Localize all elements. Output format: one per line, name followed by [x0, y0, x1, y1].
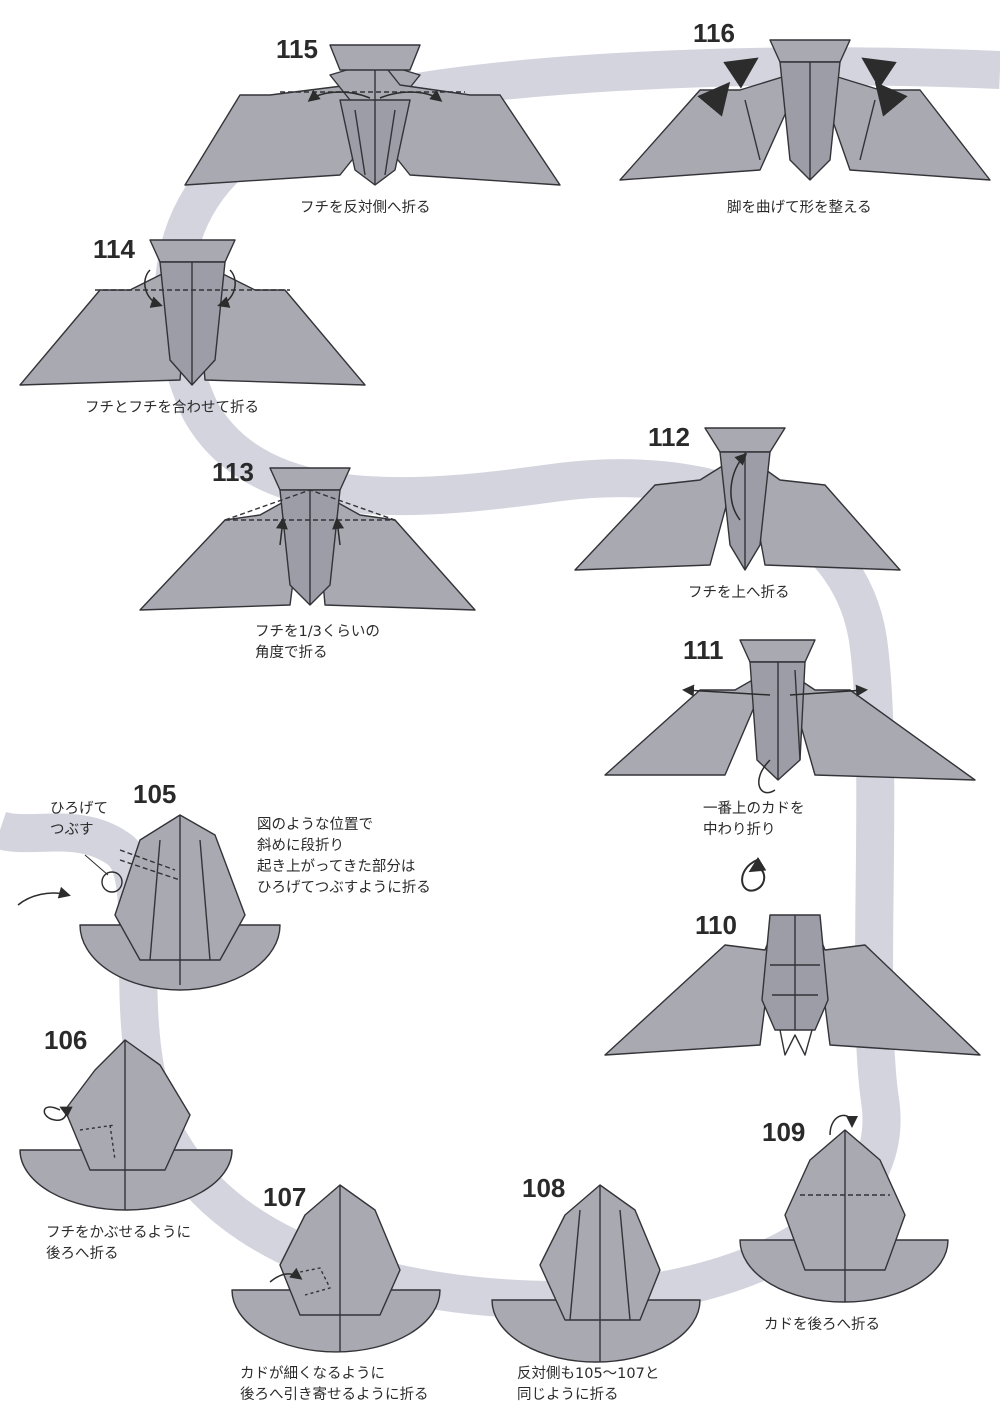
step-111-loop	[758, 759, 776, 794]
step-caption-108: 反対側も105～107と 同じように折る	[517, 1364, 659, 1406]
step-number-112: 112	[648, 422, 690, 452]
step-108-figure	[491, 1184, 701, 1363]
caption-line: フチを1/3くらいの	[255, 624, 380, 640]
step-number-116: 116	[693, 18, 735, 48]
step-105-figure	[79, 814, 281, 991]
step-caption-115: フチを反対側へ折る	[300, 198, 431, 219]
caption-line: カドが細くなるように	[240, 1366, 385, 1382]
step-caption-113: フチを1/3くらいの 角度で折る	[255, 622, 380, 664]
caption-line: ひろげてつぶすように折る	[257, 880, 431, 896]
step-112-arrow	[730, 452, 748, 521]
step-106-figure	[19, 1039, 233, 1211]
step-number-114: 114	[93, 234, 135, 264]
step-112-figure	[574, 427, 901, 571]
step-111-figure	[604, 639, 976, 781]
caption-line: フチを反対側へ折る	[300, 200, 431, 216]
step-caption-105: 図のような位置で 斜めに段折り 起き上がってきた部分は ひろげてつぶすように折る	[257, 815, 431, 899]
caption-line: 後ろへ折る	[46, 1246, 119, 1262]
step-116-arrow-3	[697, 81, 731, 117]
step-caption-106: フチをかぶせるように 後ろへ折る	[46, 1223, 191, 1265]
step-115-figure	[184, 44, 561, 186]
fold-back-icon	[43, 1106, 73, 1121]
step-116-arrow-1	[723, 57, 759, 89]
step-116-figure	[619, 39, 991, 181]
step-caption-107: カドが細くなるように 後ろへ引き寄せるように折る	[240, 1364, 429, 1406]
step-116-arrow-2	[861, 57, 897, 89]
annotation-line: ひろげて	[50, 801, 108, 817]
step-113-figure	[139, 467, 476, 611]
step-number-106: 106	[44, 1025, 88, 1055]
step-105-leader	[84, 854, 109, 876]
step-number-107: 107	[263, 1182, 307, 1212]
caption-line: 斜めに段折り	[257, 838, 344, 854]
step-number-109: 109	[762, 1117, 806, 1147]
annotation-spread-squash: ひろげて つぶす	[50, 799, 108, 841]
step-113-arrow-1	[275, 517, 288, 546]
step-110-figure	[604, 914, 981, 1056]
caption-line: 一番上のカドを	[703, 801, 805, 817]
step-109-figure	[739, 1129, 949, 1303]
curved-arrow-icon	[17, 886, 71, 906]
caption-line: 後ろへ引き寄せるように折る	[240, 1387, 429, 1403]
caption-line: 中わり折り	[703, 822, 776, 838]
caption-line: 角度で折る	[255, 645, 328, 661]
step-111-arrow-right	[789, 684, 868, 697]
step-114-arrow-1	[144, 269, 163, 308]
step-109-fold-arrow	[829, 1114, 858, 1136]
step-115-arrow-left	[307, 89, 371, 102]
turn-over-icon	[741, 856, 767, 892]
step-115-arrow-right	[379, 89, 443, 102]
step-caption-109: カドを後ろへ折る	[764, 1315, 880, 1336]
mountain-fold-arrow-icon	[269, 1267, 303, 1283]
step-number-113: 113	[212, 457, 254, 487]
caption-line: 図のような位置で	[257, 817, 373, 833]
caption-line: 起き上がってきた部分は	[257, 859, 416, 875]
caption-line: 同じように折る	[517, 1387, 619, 1403]
step-caption-112: フチを上へ折る	[688, 583, 790, 604]
step-number-115: 115	[276, 34, 318, 64]
step-113-arrow-2	[332, 517, 345, 546]
step-105-squash-marker	[101, 871, 123, 893]
step-111-arrow-left	[682, 684, 771, 697]
caption-line: 反対側も105～107と	[517, 1366, 660, 1382]
caption-line: カドを後ろへ折る	[764, 1317, 880, 1333]
step-number-110: 110	[695, 910, 737, 940]
caption-line: フチとフチを合わせて折る	[85, 400, 259, 416]
step-114-figure	[19, 239, 366, 386]
step-116-arrow-4	[874, 81, 908, 117]
caption-line: フチをかぶせるように	[46, 1225, 191, 1241]
caption-line: フチを上へ折る	[688, 585, 790, 601]
step-caption-111: 一番上のカドを 中わり折り	[703, 799, 805, 841]
step-number-111: 111	[683, 635, 724, 665]
step-107-figure	[231, 1184, 441, 1353]
step-114-arrow-2	[217, 269, 236, 308]
step-number-105: 105	[133, 779, 177, 809]
step-caption-114: フチとフチを合わせて折る	[85, 398, 259, 419]
step-number-108: 108	[522, 1173, 566, 1203]
caption-line: 脚を曲げて形を整える	[727, 200, 872, 216]
step-caption-116: 脚を曲げて形を整える	[727, 198, 872, 219]
annotation-line: つぶす	[50, 822, 94, 838]
